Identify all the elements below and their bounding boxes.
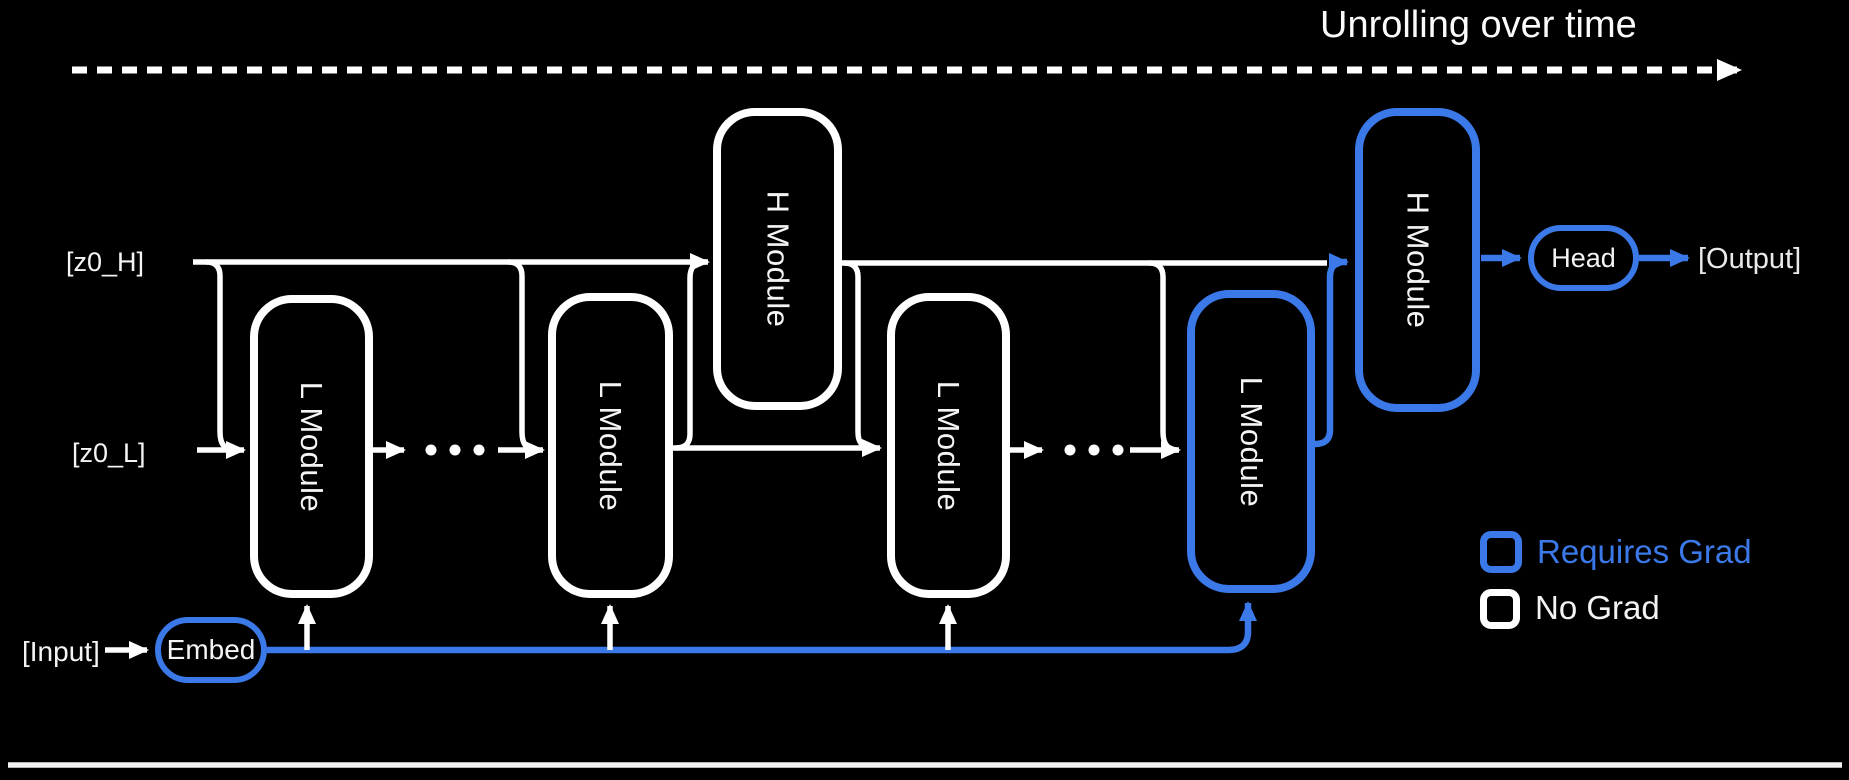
l-module-1-box: L Module (250, 295, 373, 598)
h1-branch-l4 (1148, 260, 1178, 453)
ellipsis-dots-1 (425, 444, 485, 456)
legend-row-no-grad: No Grad (1480, 587, 1752, 629)
no-grad-label: No Grad (1535, 589, 1660, 626)
diagram-title: Unrolling over time (1320, 4, 1637, 46)
requires-grad-label: Requires Grad (1537, 533, 1752, 570)
z0l-label: [z0_L] (72, 438, 146, 468)
l-module-2-label: L Module (593, 380, 629, 511)
requires-grad-swatch-icon (1480, 531, 1522, 573)
l-module-1-label: L Module (294, 381, 330, 512)
h-module-2-label: H Module (1400, 191, 1436, 329)
head-node: Head (1528, 225, 1639, 291)
h-module-1-box: H Module (713, 108, 842, 410)
l-module-4-box: L Module (1187, 290, 1315, 593)
z0h-branch-l2 (507, 259, 537, 453)
h-module-2-box: H Module (1355, 108, 1480, 412)
l-module-3-label: L Module (931, 380, 967, 511)
l4-output-riser-into-h2 (1314, 253, 1349, 448)
z0h-branch-l1 (205, 259, 235, 453)
h1-output-drop-into-l3 (843, 260, 882, 457)
legend: Requires Grad No Grad (1480, 531, 1752, 643)
h-module-1-label: H Module (760, 190, 796, 328)
input-label: [Input] (22, 636, 100, 667)
l-module-4-label: L Module (1234, 376, 1270, 507)
embed-bus-line (267, 601, 1257, 654)
no-grad-swatch-icon (1480, 589, 1520, 629)
z0h-label: [z0_H] (66, 247, 145, 277)
head-label: Head (1551, 242, 1616, 273)
l2-output-riser (675, 259, 706, 451)
l-module-2-box: L Module (548, 293, 673, 598)
ellipsis-dots-2 (1064, 444, 1124, 456)
output-label: [Output] (1698, 243, 1802, 275)
embed-label: Embed (166, 634, 256, 665)
legend-row-requires-grad: Requires Grad (1480, 531, 1752, 573)
embed-node: Embed (155, 617, 267, 683)
l-module-3-box: L Module (887, 293, 1010, 598)
